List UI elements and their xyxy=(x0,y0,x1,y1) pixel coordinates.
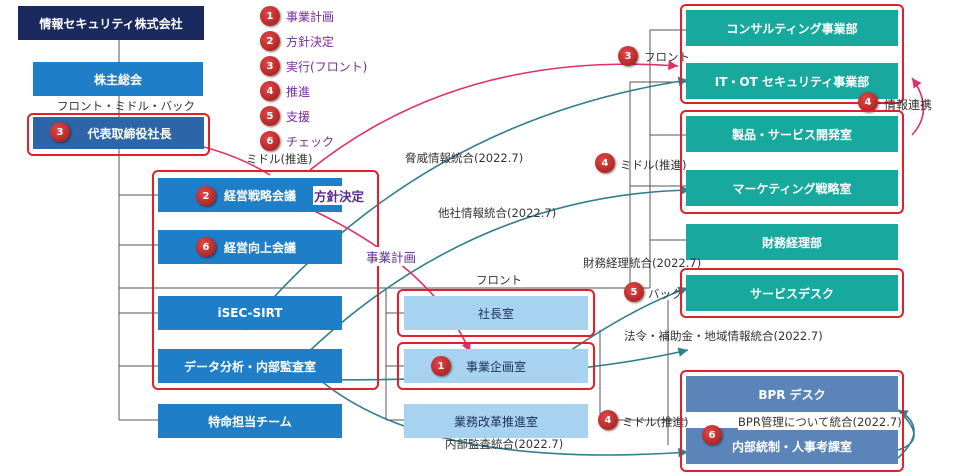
left-group-frame xyxy=(152,170,379,390)
back-label: バック xyxy=(648,287,683,301)
finance-arrow-label: 財務経理統合(2022.7) xyxy=(583,256,702,270)
product-box: 製品・サービス開発室 xyxy=(686,116,898,152)
strategy-meeting-box: 経営戦略会議 xyxy=(158,178,342,212)
sirt-box: iSEC-SIRT xyxy=(158,296,342,330)
front-mid-back-label: フロント・ミドル・バック xyxy=(57,99,195,113)
bpr-promo-box: 業務改革推進室 xyxy=(404,404,588,438)
info-link-badge: 4 xyxy=(858,92,878,112)
legend-item: 5 支援 xyxy=(260,106,310,126)
legend-item: 2 方針決定 xyxy=(260,31,334,51)
internal-control-label: 内部統制・人事考課室 xyxy=(731,439,852,454)
front-frame xyxy=(680,4,904,104)
legend-badge: 5 xyxy=(260,106,280,126)
service-desk-box: サービスデスク xyxy=(686,275,898,311)
improvement-meeting-box: 経営向上会議 xyxy=(158,230,342,264)
right-front-label: フロント xyxy=(644,50,690,64)
marketing-box: マーケティング戦略室 xyxy=(686,170,898,206)
middle-frame xyxy=(680,110,904,214)
legend-badge: 6 xyxy=(260,131,280,151)
strategy-meeting-label: 経営戦略会議 xyxy=(223,188,296,203)
policy-arrow-label: 方針決定 xyxy=(313,186,366,205)
law-arrow-label: 法令・補助金・地域情報統合(2022.7) xyxy=(624,329,823,343)
ceo-frame xyxy=(27,113,210,156)
legend-text: 方針決定 xyxy=(286,34,335,49)
improvement-meeting-label: 経営向上会議 xyxy=(223,240,296,255)
back-frame xyxy=(680,268,904,318)
legend-text: 事業計画 xyxy=(286,9,335,24)
legend-badge: 3 xyxy=(260,56,280,76)
audit-box: データ分析・内部監査室 xyxy=(158,349,342,383)
right-middle-label: ミドル(推進) xyxy=(620,158,687,172)
legend-text: 推進 xyxy=(286,84,311,99)
back-badge: 5 xyxy=(624,282,644,302)
president-office-frame xyxy=(397,289,595,337)
threat-arrow-label: 脅威情報統合(2022.7) xyxy=(405,151,524,165)
right-middle-badge: 4 xyxy=(595,153,615,173)
legend-item: 6 チェック xyxy=(260,131,334,151)
internal-control-badge: 6 xyxy=(702,425,722,445)
bpr-promo-side-label: ミドル(推進) xyxy=(622,415,689,429)
legend-item: 3 実行(フロント) xyxy=(260,56,367,76)
right-front-badge: 3 xyxy=(618,46,638,66)
legend-item: 1 事業計画 xyxy=(260,6,334,26)
legend-text: 実行(フロント) xyxy=(286,59,368,74)
president-office-box: 社長室 xyxy=(404,296,588,330)
bpr-desk-box: BPR デスク xyxy=(686,376,898,412)
audit-arrow-label: 内部監査統合(2022.7) xyxy=(445,437,564,451)
company-box: 情報セキュリティ株式会社 xyxy=(18,6,204,40)
legend-badge: 2 xyxy=(260,31,280,51)
special-team-box: 特命担当チーム xyxy=(158,404,342,438)
center-front-label: フロント xyxy=(476,273,522,287)
finance-box: 財務経理部 xyxy=(686,224,898,260)
strategy-meeting-badge: 2 xyxy=(196,186,216,206)
legend-text: チェック xyxy=(286,134,335,149)
legend-badge: 1 xyxy=(260,6,280,26)
planning-label: 事業企画室 xyxy=(465,359,526,374)
info-link-label: 情報連携 xyxy=(884,98,933,112)
consulting-box: コンサルティング事業部 xyxy=(686,10,898,46)
legend-item: 4 推進 xyxy=(260,81,310,101)
bpr-arrow-label: BPR管理について統合(2022.7) xyxy=(738,414,902,430)
bpr-promo-badge: 4 xyxy=(598,410,618,430)
plan-arrow-label: 事業計画 xyxy=(366,247,417,266)
improvement-meeting-badge: 6 xyxy=(196,237,216,257)
planning-badge: 1 xyxy=(431,356,451,376)
shareholders-box: 株主総会 xyxy=(33,62,203,96)
ceo-label: 代表取締役社長 xyxy=(87,126,172,141)
bpr-frame xyxy=(680,370,904,472)
left-group-header: ミドル(推進) xyxy=(246,152,313,166)
legend-text: 支援 xyxy=(286,109,311,124)
ceo-badge: 3 xyxy=(50,122,70,142)
legend-badge: 4 xyxy=(260,81,280,101)
other-co-arrow-label: 他社情報統合(2022.7) xyxy=(438,206,557,220)
planning-frame xyxy=(397,342,595,390)
